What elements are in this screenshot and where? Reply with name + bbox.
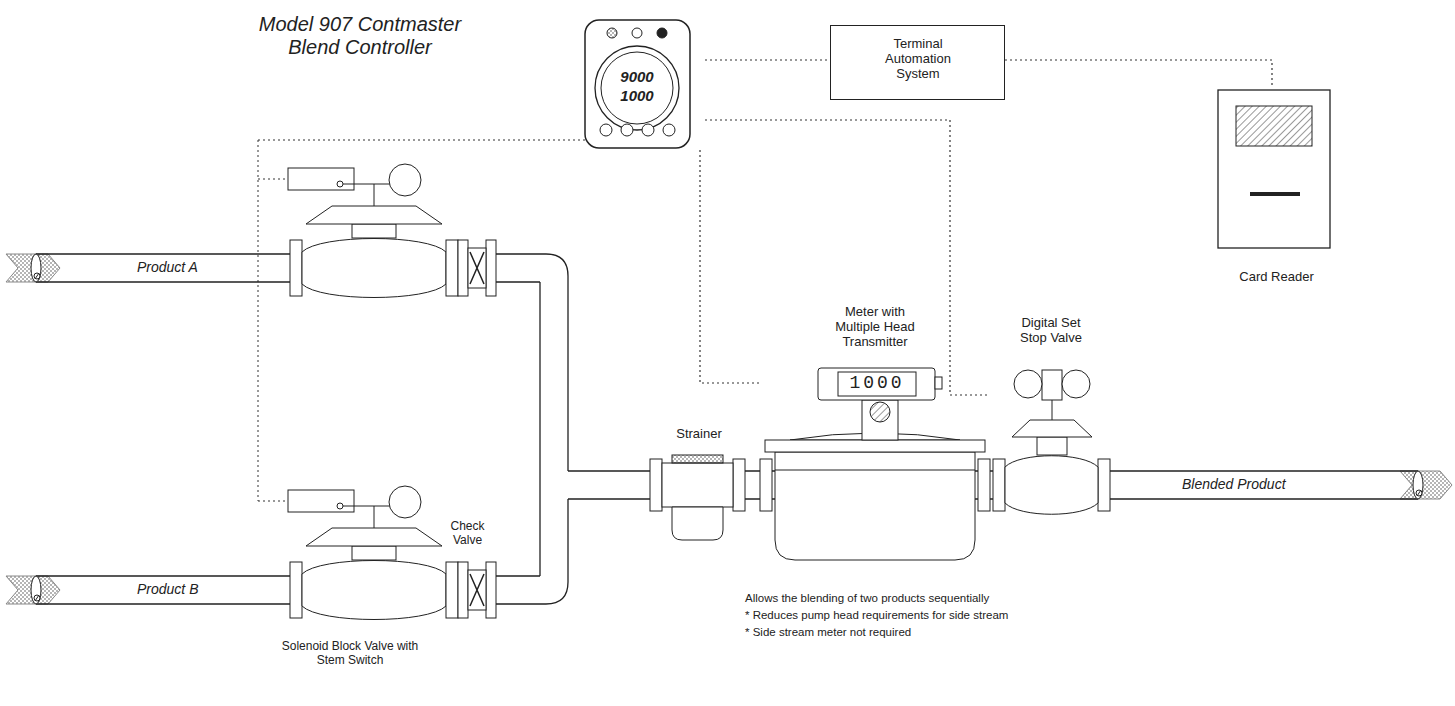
meter — [838, 372, 916, 396]
meter — [935, 377, 942, 389]
part-label: Check Valve — [445, 520, 490, 548]
manifold-pipe — [540, 254, 568, 604]
meter — [862, 400, 898, 440]
blend-controller — [585, 20, 690, 148]
signal-wire — [705, 120, 990, 395]
stop-valve — [1052, 400, 1053, 420]
part-label: Digital Set Stop Valve — [1010, 316, 1092, 346]
card-reader — [1236, 106, 1312, 146]
stop-valve: Digital Set Stop Valve — [990, 312, 1115, 522]
counter-digits: 1000 — [838, 372, 916, 394]
meter — [978, 459, 990, 511]
main-pipe — [1416, 490, 1422, 496]
main-pipe — [1413, 471, 1423, 499]
blend-controller — [621, 124, 633, 136]
blend-controller — [632, 28, 642, 38]
blend-controller — [607, 28, 617, 38]
stop-valve — [1012, 420, 1092, 437]
strainer — [650, 459, 662, 511]
note: * Side stream meter not required — [745, 626, 911, 639]
strainer — [662, 463, 733, 507]
stop-valve — [1005, 456, 1098, 515]
part-label: Solenoid Block Valve with Stem Switch — [275, 640, 425, 668]
main-pipe — [1417, 490, 1421, 496]
blend-controller — [642, 124, 654, 136]
blend-controller — [595, 46, 679, 130]
stop-valve — [1037, 437, 1067, 455]
strainer: Strainer — [640, 425, 758, 545]
blend-controller — [600, 124, 612, 136]
blend-controller — [601, 52, 673, 124]
product-a-valve — [6, 164, 540, 298]
blend-controller — [585, 20, 690, 148]
note: * Reduces pump head requirements for sid… — [745, 609, 1008, 622]
stop-valve — [1042, 370, 1062, 400]
strainer — [672, 455, 723, 463]
card-reader — [1218, 90, 1330, 248]
signal-wire — [705, 59, 830, 60]
product-a-valve — [6, 164, 540, 298]
card-reader: Card Reader — [1210, 85, 1343, 300]
display-value: 1000 — [607, 87, 667, 104]
product-b-valve — [6, 486, 540, 620]
signal-wire — [700, 150, 760, 383]
signal-wire — [1005, 60, 1272, 85]
system-box: Terminal Automation System — [830, 25, 1005, 100]
card-reader — [1218, 90, 1330, 248]
meter — [818, 368, 935, 400]
blend-controller: Model 907 Contmaster Blend Controller 900… — [240, 5, 705, 150]
stop-valve — [993, 459, 1005, 511]
controller-title: Model 907 Contmaster Blend Controller — [245, 13, 475, 59]
pipe-label: Product A — [135, 259, 200, 275]
stop-valve — [1062, 370, 1090, 398]
note: Allows the blending of two products sequ… — [745, 592, 989, 605]
meter — [760, 459, 772, 511]
strainer — [650, 455, 745, 540]
meter — [775, 452, 975, 560]
strainer — [672, 507, 723, 540]
pipe-label: Blended Product — [1180, 476, 1288, 492]
strainer — [733, 459, 745, 511]
blend-controller — [663, 124, 675, 136]
manifold-pipe — [540, 254, 568, 471]
pipe-label: Product B — [135, 581, 200, 597]
meter — [765, 440, 985, 452]
stop-valve — [993, 370, 1110, 514]
main-pipe — [1400, 471, 1452, 499]
part-label: Meter with Multiple Head Transmitter — [829, 305, 921, 350]
blend-controller — [657, 28, 667, 38]
meter — [760, 368, 990, 560]
meter: Meter with Multiple Head Transmitter 1000 — [760, 300, 990, 562]
device-label: Card Reader — [1214, 270, 1339, 285]
part-label: Strainer — [644, 427, 754, 442]
card-reader — [1250, 192, 1300, 196]
meter — [775, 470, 975, 471]
stop-valve — [1098, 459, 1110, 511]
display-value: 9000 — [607, 68, 667, 85]
stop-valve — [1014, 370, 1042, 398]
meter — [870, 402, 890, 422]
manifold-pipe — [539, 282, 540, 576]
box-label: Terminal Automation System — [873, 37, 963, 82]
product-b-valve — [6, 486, 540, 620]
manifold-pipe — [540, 499, 568, 604]
control-wire — [258, 140, 585, 501]
control-wire — [258, 140, 585, 501]
